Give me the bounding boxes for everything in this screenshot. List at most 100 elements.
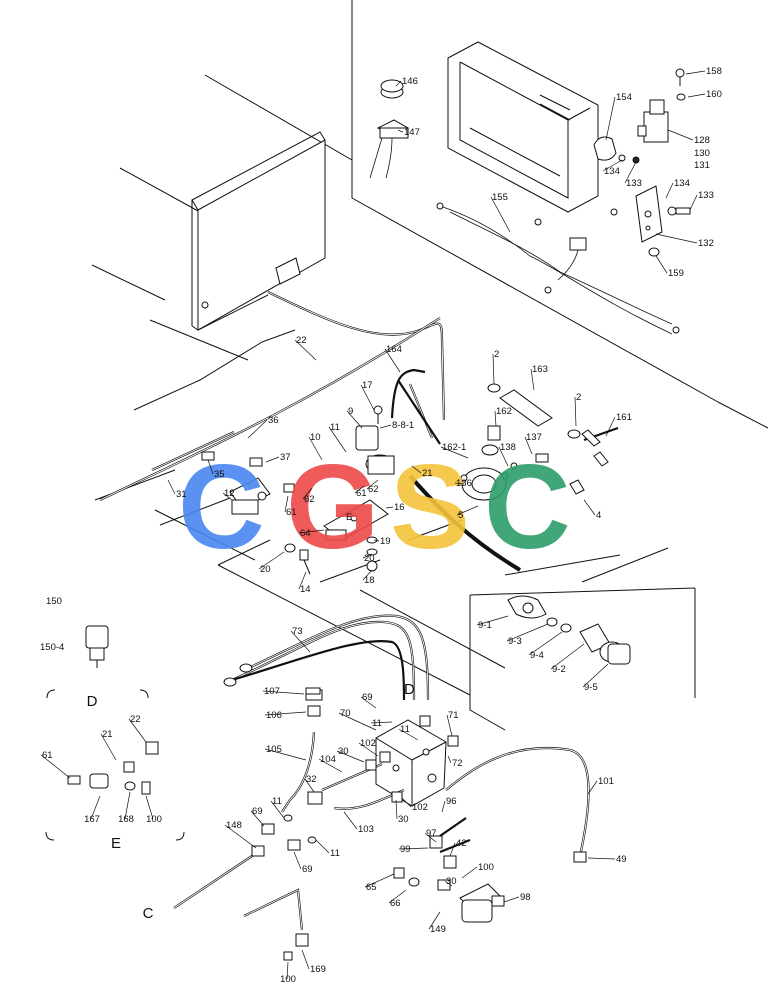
callout-leader xyxy=(490,196,511,233)
callout-leader xyxy=(528,631,563,656)
callout-leader xyxy=(605,416,616,437)
callout-leader xyxy=(574,396,577,427)
callout-leader xyxy=(587,780,598,795)
callout-leader xyxy=(379,424,392,429)
pressure-switch-154 xyxy=(593,136,640,164)
detail-e xyxy=(45,741,185,841)
callout-label: 62 xyxy=(304,494,315,505)
callout-leader xyxy=(315,839,330,854)
hose-163 xyxy=(487,383,581,441)
callout-leader xyxy=(145,795,154,820)
callout-leader xyxy=(428,911,441,930)
callout-label: 61 xyxy=(42,750,53,761)
callout-label: 106 xyxy=(266,710,282,721)
callout-label: 30 xyxy=(446,876,457,887)
callout-leader xyxy=(384,348,401,373)
callout-leader xyxy=(318,758,343,773)
callout-leader xyxy=(689,194,698,211)
callout-label: 161 xyxy=(616,412,632,423)
manifold-block xyxy=(375,719,447,807)
callout-label: 167 xyxy=(84,814,100,825)
callout-leader xyxy=(441,800,446,813)
sensor-128 xyxy=(637,99,669,143)
callout-leader xyxy=(264,711,307,716)
callout-label: 133 xyxy=(626,178,642,189)
callout-label: 149 xyxy=(430,924,446,935)
callout-label: 155 xyxy=(492,192,508,203)
callout-label: 154 xyxy=(616,92,632,103)
callout-leader xyxy=(373,539,380,542)
callout-label: 162 xyxy=(496,406,512,417)
callout-label: 137 xyxy=(526,432,542,443)
callout-label: 11 xyxy=(400,724,410,735)
callout-label: 99 xyxy=(400,844,411,855)
callout-leader xyxy=(444,880,453,887)
callout-label: 160 xyxy=(706,89,722,100)
hose-161 xyxy=(569,426,619,495)
callout-leader xyxy=(395,799,398,820)
callout-leader xyxy=(655,233,698,244)
callout-leader xyxy=(385,506,394,509)
callout-label: E xyxy=(346,512,352,523)
callout-label: 69 xyxy=(302,864,313,875)
callout-leader xyxy=(550,643,585,670)
callout-leader xyxy=(530,368,535,391)
watermark-letter-c2: C xyxy=(484,440,571,574)
callout-label: 70 xyxy=(340,708,351,719)
callout-leader xyxy=(524,436,533,455)
callout-label: 30 xyxy=(338,746,349,757)
callout-label: 19 xyxy=(380,536,391,547)
callout-leader xyxy=(583,499,596,516)
callout-leader xyxy=(667,129,694,141)
callout-label: 128 xyxy=(694,135,710,146)
callout-label: 36 xyxy=(268,415,279,426)
callout-leader xyxy=(40,754,71,779)
controller-tray xyxy=(447,41,599,213)
callout-label: 71 xyxy=(448,710,459,721)
callout-label: 136 xyxy=(456,478,472,489)
callout-leader xyxy=(461,866,478,879)
callout-label: 8-8-1 xyxy=(392,420,414,431)
callout-leader xyxy=(401,797,412,808)
bracket-64 xyxy=(323,499,389,541)
callout-label: 164 xyxy=(386,344,402,355)
callout-leader xyxy=(270,800,285,819)
callout-leader xyxy=(366,479,379,490)
watermark-letter-c1: C xyxy=(178,440,265,574)
callout-label: 16 xyxy=(394,502,405,513)
callout-label: 9-3 xyxy=(508,636,522,647)
callout-label: 61 xyxy=(286,507,297,518)
callout-label: 4 xyxy=(596,510,601,521)
valve-block-12 xyxy=(229,477,271,515)
callout-leader xyxy=(264,748,307,761)
callout-leader xyxy=(294,339,317,361)
callout-label: 134 xyxy=(674,178,690,189)
callout-leader xyxy=(328,426,347,453)
callout-leader xyxy=(395,80,402,87)
callout-label: 133 xyxy=(698,190,714,201)
callout-leader xyxy=(454,482,465,485)
detail-d xyxy=(46,625,149,699)
callout-leader xyxy=(258,551,285,570)
switch-147 xyxy=(369,119,410,179)
callout-label: 2 xyxy=(576,392,581,403)
callout-leader xyxy=(293,851,302,870)
callout-leader xyxy=(506,623,549,642)
callout-leader xyxy=(90,795,101,820)
callout-label: 61 xyxy=(356,488,367,499)
callout-leader xyxy=(298,529,325,534)
callout-label: 150-4 xyxy=(40,642,64,653)
callout-label: 148 xyxy=(226,820,242,831)
hardware-14-20 xyxy=(284,536,378,575)
callout-leader xyxy=(476,615,509,626)
callout-label: C xyxy=(143,905,154,922)
valve-98 xyxy=(429,817,505,923)
callout-leader xyxy=(398,728,419,741)
callout-leader xyxy=(665,182,674,199)
callout-label: 2 xyxy=(494,349,499,360)
callout-leader xyxy=(449,842,456,857)
callout-label: 101 xyxy=(598,776,614,787)
callout-label: 12 xyxy=(224,488,235,499)
callout-leader xyxy=(655,255,668,274)
callout-label: 11 xyxy=(330,422,340,433)
